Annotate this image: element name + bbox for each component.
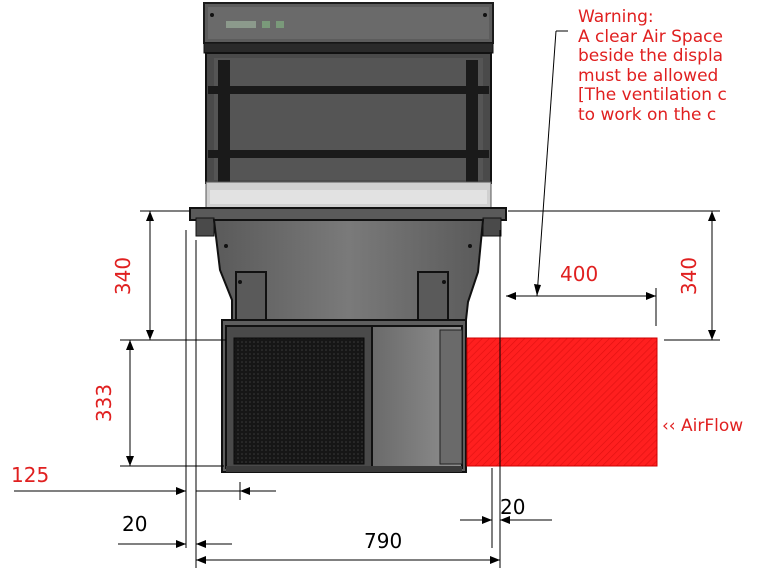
refrigeration-unit (221, 319, 467, 473)
dim-overall-width: 790 (364, 529, 403, 553)
warning-note: Warning: A clear Air Space beside the di… (578, 8, 774, 125)
dim-offset-left: 125 (11, 463, 50, 487)
airflow-label: ‹‹ AirFlow (662, 416, 744, 436)
clear-air-space-zone (466, 337, 658, 467)
dim-gap-right: 20 (500, 495, 526, 519)
dim-clearance-width: 400 (560, 262, 599, 286)
display-cabinet (189, 2, 507, 237)
warning-line-2: A clear Air Space (578, 26, 723, 47)
warning-line-4: must be allowed (578, 65, 719, 86)
warning-line-6: to work on the c (578, 104, 717, 125)
dim-right-height: 340 (677, 256, 701, 296)
dim-upper-left-height: 340 (111, 256, 135, 296)
dimension-arrows (126, 211, 716, 564)
dimension-lines (14, 30, 720, 568)
warning-line-1: Warning: (578, 8, 654, 27)
dim-lower-left-height: 333 (92, 383, 116, 423)
tank-well (212, 219, 485, 325)
dim-gap-left: 20 (122, 512, 148, 536)
warning-line-3: beside the displa (578, 46, 724, 66)
warning-line-5: [The ventilation c (578, 85, 727, 105)
